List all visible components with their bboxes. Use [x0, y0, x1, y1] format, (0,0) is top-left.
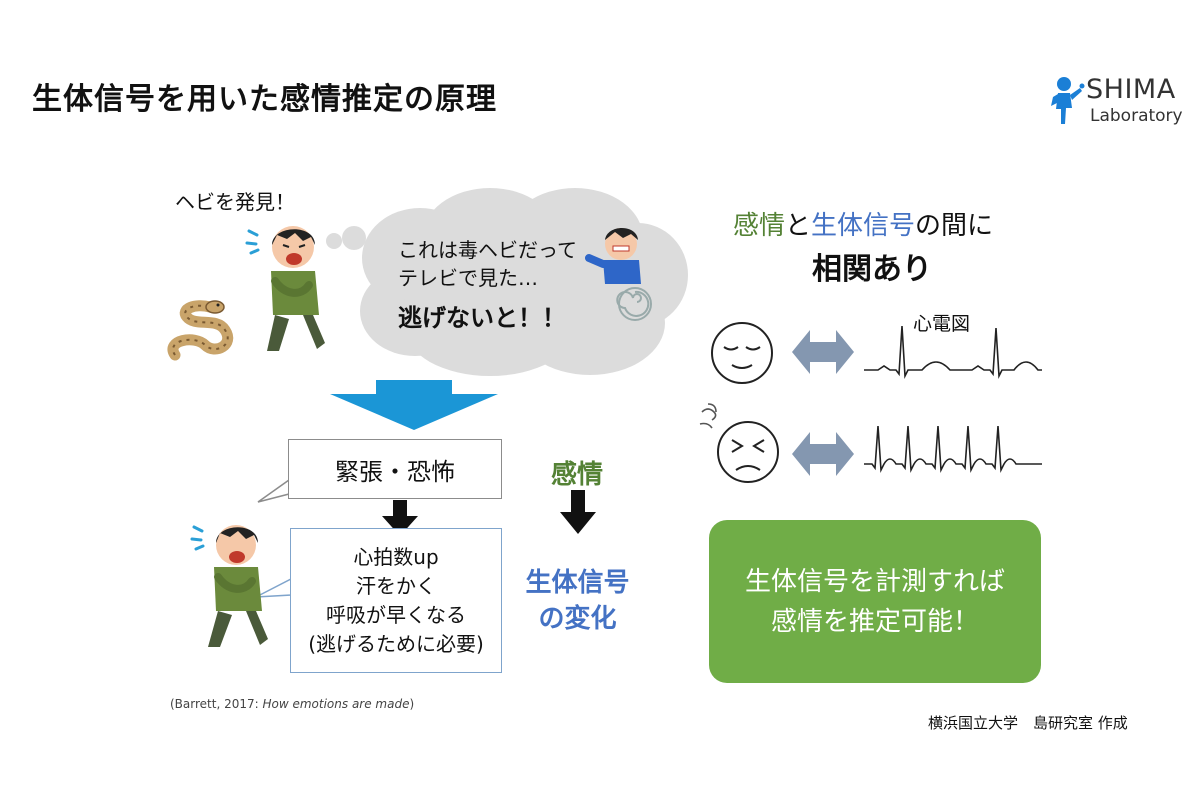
- conclusion-line2: 感情を推定可能！: [770, 606, 979, 637]
- black-down-arrow-left: [382, 500, 418, 536]
- correlation-statement: 相関あり: [812, 252, 932, 287]
- signal-change-label: 生体信号 の変化: [515, 565, 640, 637]
- thought-text: これは毒ヘビだって テレビで見た… 逃げないと！！: [398, 236, 577, 332]
- black-down-arrow-right: [560, 490, 596, 534]
- body-response-box: 心拍数up 汗をかく 呼吸が早くなる (逃げるために必要): [290, 528, 502, 673]
- correlation-signal-word: 生体信号: [811, 211, 916, 241]
- ecg-calm-trace: [864, 325, 1042, 380]
- calm-face-icon: [711, 322, 773, 384]
- logo-line1: SHIMA: [1086, 74, 1176, 105]
- thought-line1: これは毒ヘビだって: [398, 238, 577, 262]
- credit-text: 横浜国立大学 島研究室 作成: [928, 714, 1128, 732]
- citation: (Barrett, 2017: How emotions are made): [170, 697, 414, 711]
- person-logo-icon: [1051, 77, 1085, 124]
- response-line-1: 心拍数up: [353, 544, 439, 569]
- scared-man-illustration-2: [190, 525, 268, 647]
- double-arrow-icon-2: [792, 432, 854, 476]
- thought-line2: テレビで見た…: [398, 266, 538, 290]
- thought-strong: 逃げないと！！: [398, 304, 566, 332]
- slide-title: 生体信号を用いた感情推定の原理: [32, 82, 497, 117]
- signal-change-line1: 生体信号: [525, 568, 630, 598]
- conclusion-box: 生体信号を計測すれば 感情を推定可能！: [709, 520, 1041, 683]
- ecg-excited-trace: [864, 425, 1042, 473]
- emotion-box-text: 緊張・恐怖: [335, 457, 455, 486]
- ecg-label: 心電図: [913, 313, 971, 335]
- shima-lab-logo: SHIMA Laboratory: [1050, 72, 1185, 132]
- snake-illustration: [167, 300, 233, 361]
- conclusion-line1: 生体信号を計測すれば: [744, 566, 1005, 597]
- citation-title: How emotions are made: [262, 697, 410, 711]
- correlation-connector: と: [785, 211, 812, 241]
- citation-prefix: (Barrett, 2017:: [170, 697, 263, 711]
- response-line-4: (逃げるために必要): [308, 631, 484, 656]
- signal-change-line2: の変化: [538, 604, 617, 634]
- found-snake-text: ヘビを発見！: [175, 190, 295, 214]
- angry-face-icon: [699, 403, 779, 483]
- double-arrow-icon: [792, 330, 854, 374]
- blue-down-arrow: [330, 380, 498, 430]
- emotion-box: 緊張・恐怖: [288, 439, 502, 499]
- logo-line2: Laboratory: [1090, 106, 1183, 126]
- running-boy-illustration: [585, 228, 652, 321]
- response-line-3: 呼吸が早くなる: [326, 602, 466, 627]
- emotion-label: 感情: [551, 460, 604, 490]
- response-line-2: 汗をかく: [356, 573, 436, 598]
- citation-suffix: ): [409, 697, 415, 711]
- scared-man-illustration: [245, 226, 325, 351]
- correlation-tail: の間に: [915, 211, 994, 241]
- correlation-heading: 感情と生体信号の間に: [733, 205, 993, 242]
- correlation-emotion-word: 感情: [733, 211, 786, 241]
